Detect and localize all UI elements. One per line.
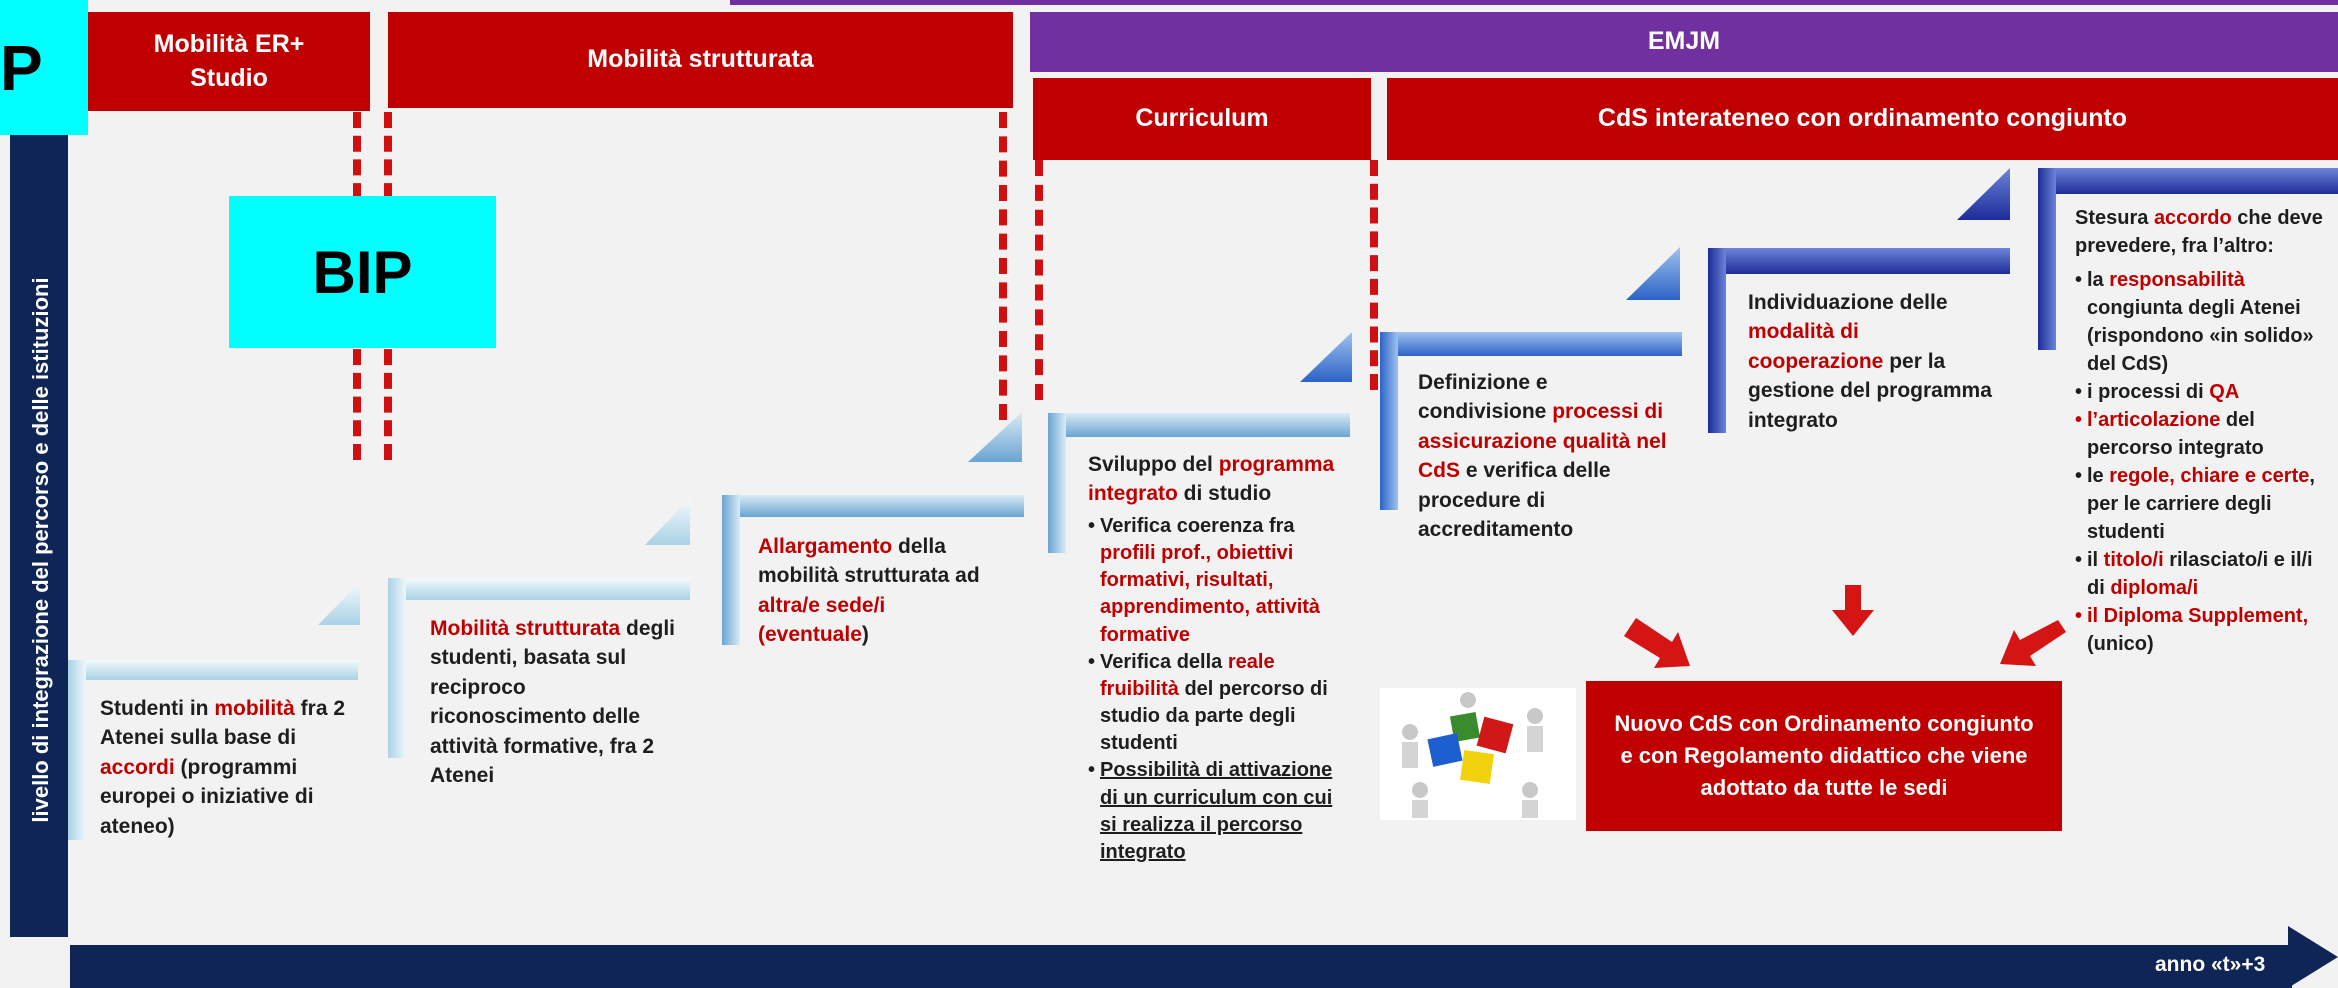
step-6-icon	[1708, 168, 2010, 433]
step-2-text: Mobilità strutturata degli studenti, bas…	[430, 614, 680, 790]
s4-b2a: Verifica della	[1100, 650, 1228, 673]
header-mobilita-strutturata: Mobilità strutturata	[388, 12, 1013, 108]
s4-b2b: reale fruibilità	[1100, 650, 1275, 700]
step-4-icon	[1048, 332, 1352, 553]
s5-p2: processi di assicurazione qualità nel Cd…	[1418, 400, 1667, 483]
s7-b1b: responsabilità	[2109, 269, 2245, 291]
s7-b1a: la	[2087, 269, 2110, 291]
step-7-icon	[2038, 168, 2338, 350]
s7-b4c: , per le carriere degli studenti	[2087, 465, 2315, 543]
s7-b6a: il Diploma Supplement,	[2087, 605, 2309, 627]
header-emjm: EMJM	[1030, 12, 2338, 72]
separator-dashed-3	[999, 112, 1007, 420]
s7-b2a: i processi di	[2087, 381, 2210, 403]
s4-intro: Sviluppo del programma integrato di stud…	[1088, 450, 1350, 509]
s4-list: Verifica coerenza fra profili prof., obi…	[1088, 513, 1350, 866]
timeline-arrowhead-icon	[2288, 926, 2338, 988]
s7-b5c: rilasciato/i e il/i di	[2087, 549, 2313, 599]
step-5-icon	[1380, 247, 1682, 510]
timeline-bar	[70, 945, 2292, 988]
separator-dashed-4	[1035, 160, 1043, 400]
s7-bullet-1: la responsabilità congiunta degli Atenei…	[2075, 266, 2333, 378]
header-cds-interateneo: CdS interateneo con ordinamento congiunt…	[1387, 78, 2338, 160]
s7-bullet-4: le regole, chiare e certe, per le carrie…	[2075, 462, 2333, 546]
step-6-text: Individuazione delle modalità di coopera…	[1748, 288, 1998, 435]
vertical-axis-bar	[10, 135, 68, 937]
step-3-icon	[722, 412, 1024, 645]
s7-b5d: diploma/i	[2110, 577, 2199, 599]
header-curriculum: Curriculum	[1033, 78, 1371, 160]
s1-p3: fra 2 Atenei sulla base di	[100, 697, 346, 750]
step-1-icon	[68, 582, 360, 840]
s4-b1a: Verifica coerenza fra	[1100, 514, 1295, 537]
s4-bullet-2: Verifica della reale fruibilità del perc…	[1088, 649, 1350, 758]
top-purple-strip	[730, 0, 2338, 5]
header-mobilita-er: Mobilità ER+ Studio	[88, 12, 370, 111]
corner-label: P	[0, 0, 88, 135]
s7-p3: che deve prevedere, fra l’altro:	[2075, 207, 2323, 257]
separator-dashed-5	[1370, 160, 1378, 390]
red-arrow-icon	[1624, 585, 2066, 668]
s4-p3: di studio	[1177, 482, 1272, 506]
timeline-label: anno «t»+3	[2155, 953, 2266, 976]
step-7-text: Stesura accordo che deve prevedere, fra …	[2075, 204, 2333, 658]
s7-b1c: congiunta degli Atenei (rispondono «in s…	[2087, 297, 2314, 375]
s7-b4b: regole, chiare e certe	[2109, 465, 2310, 487]
s2-p2: degli studenti, basata sul reciproco ric…	[430, 617, 676, 787]
s7-intro: Stesura accordo che deve prevedere, fra …	[2075, 204, 2333, 260]
s1-p5: (programmi europei o iniziative di atene…	[100, 755, 314, 838]
s7-b5b: titolo/i	[2103, 549, 2164, 571]
s3-p2: della mobilità strutturata ad	[758, 535, 980, 588]
step-4-text: Sviluppo del programma integrato di stud…	[1088, 450, 1350, 866]
s7-p2: accordo	[2153, 207, 2232, 229]
s7-bullet-6: il Diploma Supplement, (unico)	[2075, 602, 2333, 658]
step-1-text: Studenti in mobilità fra 2 Atenei sulla …	[100, 694, 362, 841]
s4-bullet-3: Possibilità di attivazione di un curricu…	[1088, 757, 1350, 866]
s7-p1: Stesura	[2075, 207, 2154, 229]
outcome-box: Nuovo CdS con Ordinamento congiunto e co…	[1586, 681, 2062, 831]
s1-p1: Studenti in	[100, 697, 215, 720]
s4-b3: Possibilità di attivazione di un curricu…	[1100, 759, 1333, 864]
s7-bullet-3: l’articolazione del percorso integrato	[2075, 406, 2333, 462]
puzzle-people-icon	[1380, 688, 1576, 820]
s4-bullet-1: Verifica coerenza fra profili prof., obi…	[1088, 513, 1350, 649]
step-5-text: Definizione e condivisione processi di a…	[1418, 368, 1668, 544]
s3-p4: )	[861, 623, 869, 647]
s2-p1: Mobilità strutturata	[430, 617, 621, 640]
corner-label-text: P	[0, 31, 43, 104]
s7-bullet-5: il titolo/i rilasciato/i e il/i di diplo…	[2075, 546, 2333, 602]
s7-b5a: il	[2087, 549, 2104, 571]
s3-p3: altra/e sede/i (eventuale	[758, 593, 886, 647]
s5-p3: e verifica delle procedure di accreditam…	[1418, 459, 1611, 541]
s6-p2: modalità di cooperazione	[1748, 320, 1884, 373]
s7-b4a: le	[2087, 465, 2110, 487]
s5-p1: Definizione e condivisione	[1418, 371, 1553, 424]
s7-b6b: (unico)	[2087, 633, 2154, 655]
s7-list: la responsabilità congiunta degli Atenei…	[2075, 266, 2333, 658]
s6-p3: per la gestione del programma integrato	[1748, 349, 1992, 432]
step-3-text: Allargamento della mobilità strutturata …	[758, 532, 996, 650]
s4-b1b: profili prof., obiettivi formativi, risu…	[1100, 541, 1321, 646]
s6-p1: Individuazione delle	[1748, 291, 1948, 314]
s4-p1: Sviluppo del	[1088, 453, 1219, 476]
s7-bullet-2: i processi di QA	[2075, 378, 2333, 406]
s1-p4: accordi	[100, 755, 175, 779]
step-2-icon	[388, 498, 690, 758]
s4-b2c: del percorso di studio da parte degli st…	[1100, 677, 1328, 755]
s7-b3a: l’articolazione	[2087, 409, 2221, 431]
s7-b3b: del percorso integrato	[2087, 409, 2264, 459]
s1-p2: mobilità	[214, 697, 295, 720]
s4-p2: programma integrato	[1088, 453, 1335, 506]
s3-p1: Allargamento	[758, 535, 893, 558]
s7-b2b: QA	[2209, 381, 2240, 403]
bip-box: BIP	[229, 196, 496, 348]
